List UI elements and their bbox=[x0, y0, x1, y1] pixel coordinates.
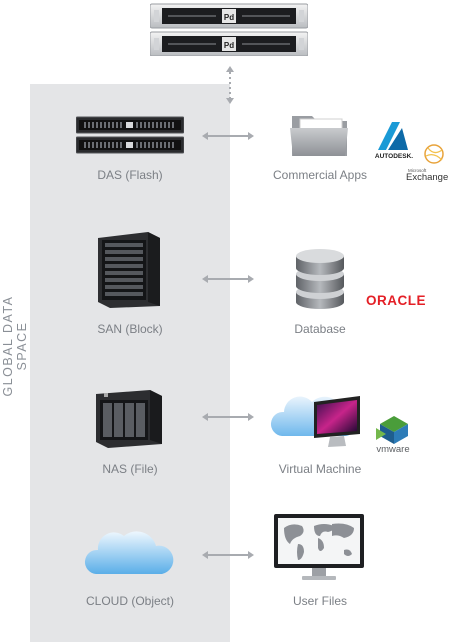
vmware-logo: vmware bbox=[376, 416, 410, 454]
san-block-storage-icon bbox=[98, 232, 160, 308]
user-files-label: User Files bbox=[292, 594, 347, 608]
database-icon bbox=[296, 249, 344, 309]
folder-icon bbox=[290, 116, 348, 156]
exchange-logo-small: Microsoft bbox=[408, 168, 427, 173]
global-data-space-label: GLOBAL DATA SPACE bbox=[1, 295, 29, 397]
vertical-connector-arrow bbox=[226, 66, 234, 104]
virtual-machine-label: Virtual Machine bbox=[278, 462, 362, 476]
exchange-logo-text: Exchange bbox=[406, 172, 448, 183]
autodesk-logo-text: AUTODESK. bbox=[375, 153, 413, 160]
das-connector-arrow bbox=[202, 132, 254, 140]
nas-file-storage-icon bbox=[96, 390, 162, 448]
cloud-object-storage-icon bbox=[84, 531, 174, 574]
database-label: Database bbox=[294, 322, 346, 336]
appliance-brand: Pd bbox=[224, 13, 234, 22]
primary-appliance-icon: Pd Pd bbox=[150, 3, 308, 56]
oracle-logo: ORACLE bbox=[366, 293, 426, 308]
cloud-connector-arrow bbox=[202, 551, 254, 559]
nas-file-label: NAS (File) bbox=[102, 462, 158, 476]
autodesk-logo: AUTODESK. bbox=[375, 122, 413, 160]
das-flash-label: DAS (Flash) bbox=[97, 168, 163, 182]
san-block-label: SAN (Block) bbox=[97, 322, 163, 336]
san-connector-arrow bbox=[202, 275, 254, 283]
das-flash-server-icon bbox=[76, 116, 184, 154]
virtual-machine-icon bbox=[270, 396, 360, 447]
exchange-logo: Microsoft Exchange bbox=[406, 144, 448, 183]
commercial-apps-label: Commercial Apps bbox=[272, 168, 368, 182]
user-files-monitor-icon bbox=[274, 514, 364, 580]
nas-connector-arrow bbox=[202, 413, 254, 421]
oracle-logo-text: ORACLE bbox=[366, 293, 426, 308]
vmware-logo-text: vmware bbox=[376, 444, 409, 454]
cloud-object-label: CLOUD (Object) bbox=[85, 594, 174, 608]
appliance-brand: Pd bbox=[224, 41, 234, 50]
